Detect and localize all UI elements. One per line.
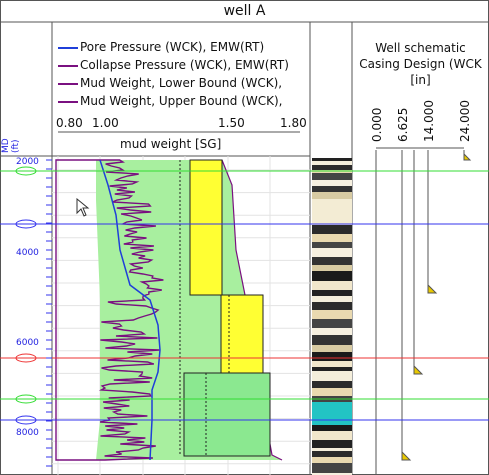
marker-handle-green-1[interactable] [15,166,37,176]
casing-design-title: Casing Design (WCK [359,57,482,71]
depth-axis-label: MD (ft) [1,138,21,153]
lithology-layer [312,418,352,425]
lithology-layer [312,199,352,208]
lithology-layer [312,335,352,345]
legend-item-mud-lower[interactable]: Mud Weight, Lower Bound (WCK), [58,74,310,92]
lithology-layer [312,440,352,448]
lithology-layer [312,248,352,257]
page-title: well A [223,3,266,19]
lithology-layer [312,234,352,242]
lithology-layer [312,388,352,396]
lithology-layer [312,161,352,165]
lithology-column [312,158,352,475]
mud-axis-label: mud weight [SG] [120,137,222,151]
lithology-layer [312,352,352,361]
depth-tick: 6000 [16,338,39,348]
lithology-layer [312,410,352,418]
casing-unit: [in] [410,73,431,87]
legend-label: Mud Weight, Upper Bound (WCK), [80,94,283,108]
legend-item-pore[interactable]: Pore Pressure (WCK), EMW(RT) [58,38,310,56]
depth-tick: 2000 [16,157,39,167]
marker-handle-green-2[interactable] [15,394,37,404]
casing-tick: 14.000 [422,100,436,142]
casing-tick: 6.625 [396,107,410,142]
lithology-layer [312,296,352,302]
mud-tick: 1.50 [218,116,245,130]
lithology-layer [312,310,352,319]
lithology-layer [312,281,352,290]
lithology-layer [312,180,352,186]
mud-weight-spikes [55,159,164,461]
casing-shoe-icon [463,152,472,161]
lithology-layer [312,192,352,199]
lithology-layer [312,158,352,161]
lithology-layer [312,265,352,271]
lithology-layer [312,457,352,463]
lithology-layer [312,173,352,180]
lithology-layer [312,448,352,451]
legend-item-collapse[interactable]: Collapse Pressure (WCK), EMW(RT) [58,56,310,74]
lithology-layer [312,402,352,410]
lithology-layer [312,186,352,192]
lithology-layer [312,271,352,281]
lithology-layer [312,371,352,381]
well-schematic-title: Well schematic [375,41,466,55]
lithology-layer [312,473,352,475]
legend-label: Pore Pressure (WCK), EMW(RT) [80,40,265,54]
lithology-layer [312,463,352,473]
lithology-layer [312,290,352,296]
mud-tick: 1.00 [92,116,119,130]
lithology-layer [312,221,352,225]
casing-tick: 24.000 [458,100,472,142]
depth-tick: 4000 [16,248,39,258]
casing-shoe-icon [427,283,438,294]
depth-tick: 8000 [16,428,39,438]
lithology-layer [312,319,352,328]
lithology-layer [312,381,352,388]
lithology-layer [312,431,352,440]
lithology-layer [312,302,352,310]
casing-shoe-icon [401,450,412,461]
lithology-layer [312,345,352,352]
casing-shoe-icon [413,364,424,375]
legend-swatch [58,47,78,49]
lithology-layer [312,215,352,221]
depth-ticks [46,159,52,467]
marker-handle-blue-1[interactable] [15,219,37,229]
casing-block-3 [183,372,271,457]
mud-tick: 0.80 [56,116,83,130]
legend-swatch [58,65,78,67]
lithology-layer [312,208,352,215]
legend-label: Mud Weight, Lower Bound (WCK), [80,76,283,90]
mouse-pointer-icon [76,198,90,217]
lithology-layer [312,225,352,234]
casing-block-2 [220,294,264,374]
legend-label: Collapse Pressure (WCK), EMW(RT) [80,58,289,72]
lithology-layer [312,165,352,170]
lithology-layer [312,361,352,367]
lithology-layer [312,425,352,431]
legend-swatch [58,83,78,85]
lithology-layer [312,451,352,457]
marker-handle-blue-2[interactable] [15,415,37,425]
lithology-layer [312,367,352,371]
legend-item-mud-upper[interactable]: Mud Weight, Upper Bound (WCK), [58,92,310,110]
pore-pressure-line [99,159,161,461]
lithology-layer [312,242,352,248]
legend-swatch [58,101,78,103]
lithology-layer [312,257,352,265]
casing-tick: 0.000 [370,107,384,142]
marker-handle-red-1[interactable] [15,353,37,363]
lithology-layer [312,328,352,335]
mud-tick: 1.80 [280,116,307,130]
casing-block-1 [189,159,223,296]
